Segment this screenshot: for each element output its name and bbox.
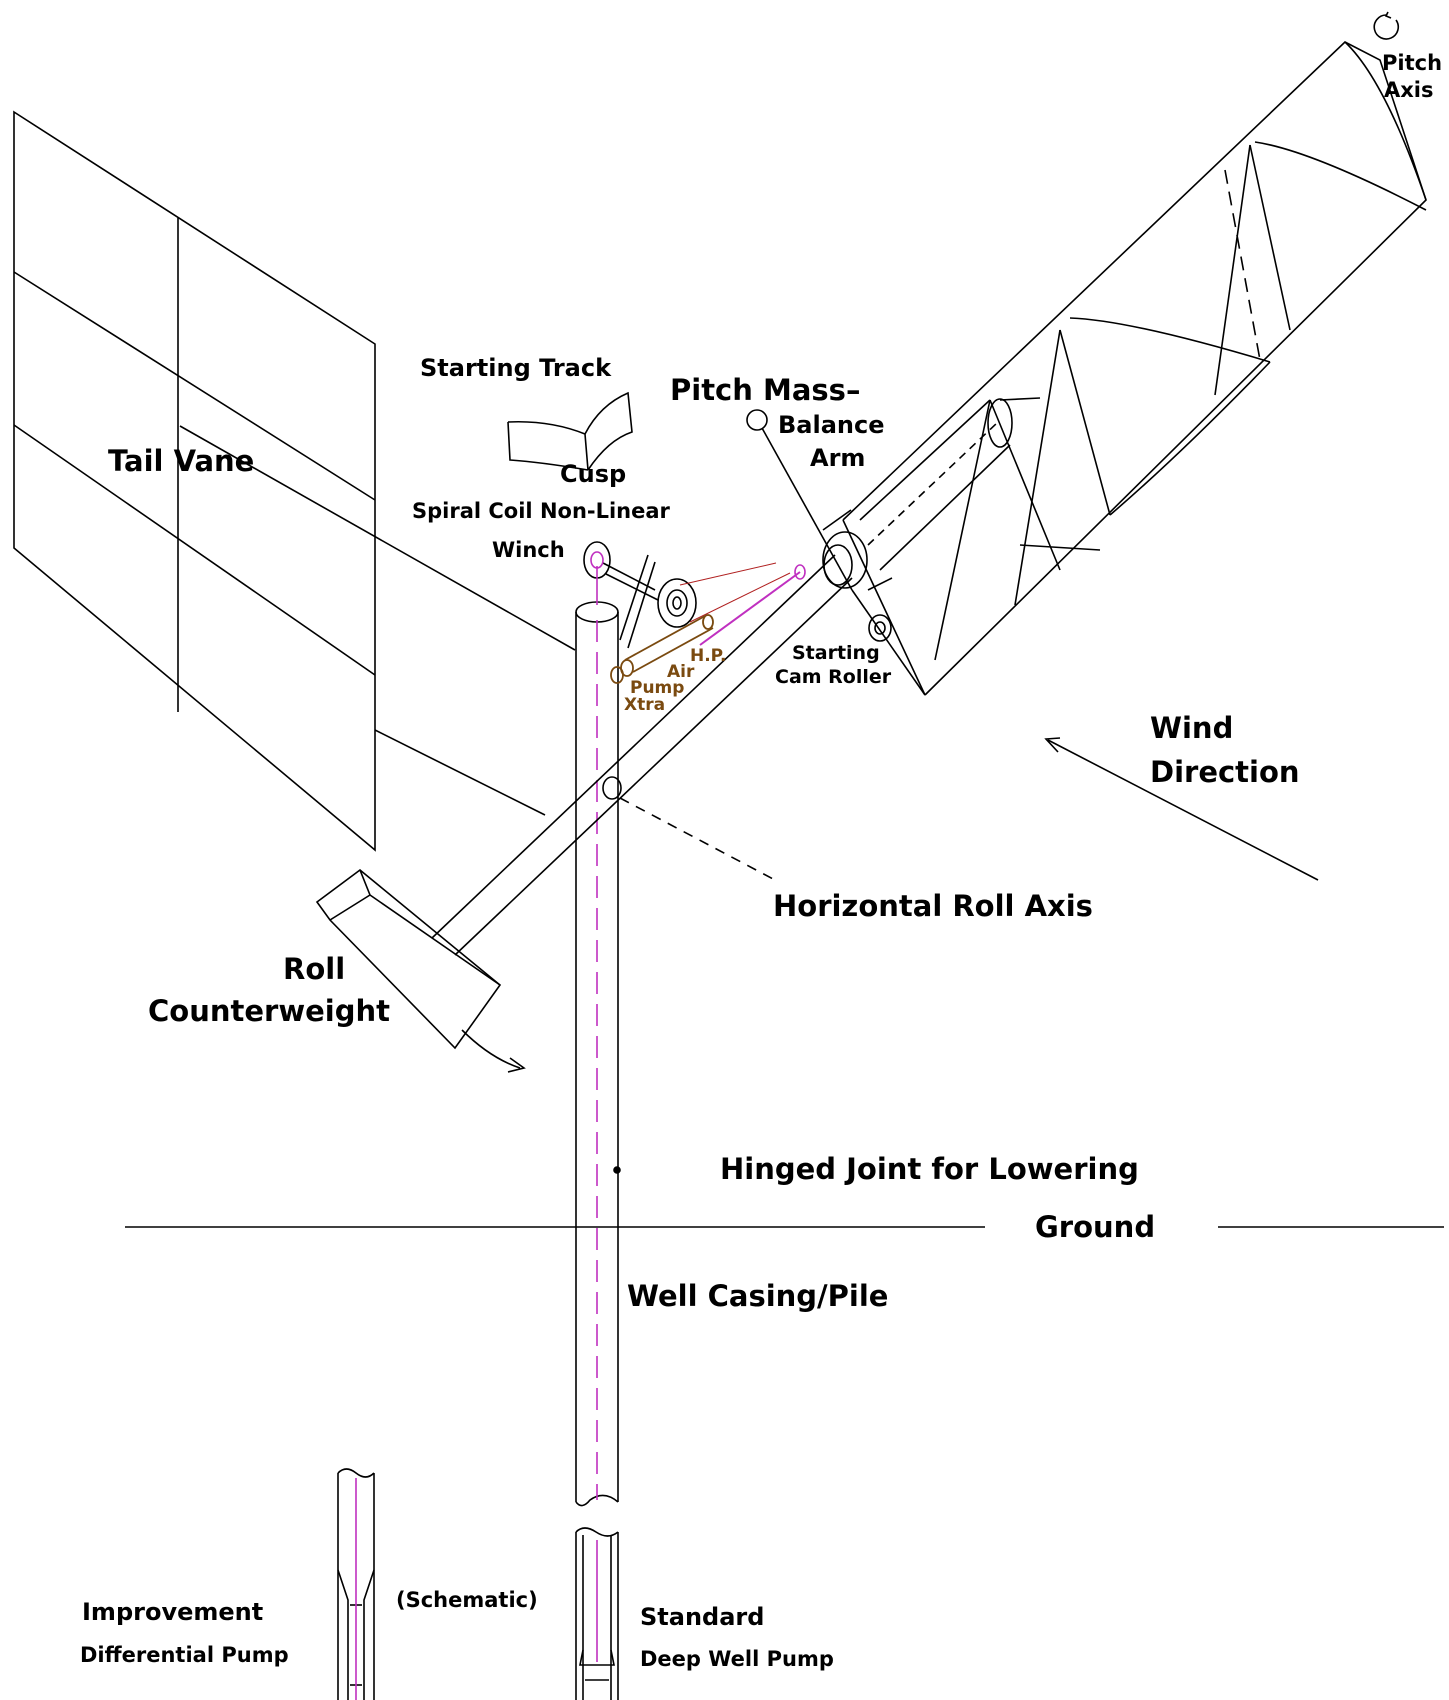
- label-horizontal-roll-axis: Horizontal Roll Axis: [773, 889, 1093, 923]
- label-hp: H.P.: [690, 646, 727, 666]
- label-ground: Ground: [1035, 1210, 1156, 1244]
- label-cam-roller: Cam Roller: [775, 666, 892, 688]
- winch-cable: [679, 562, 791, 623]
- winch-assembly: [583, 541, 697, 649]
- label-improvement: Improvement: [82, 1598, 264, 1626]
- label-pitch-axis-2: Axis: [1384, 78, 1434, 102]
- label-schematic: (Schematic): [396, 1588, 538, 1612]
- sail-wing: [842, 41, 1427, 696]
- roll-counterweight-block: [315, 868, 526, 1073]
- air-pump: [610, 614, 714, 684]
- hub-collar: [822, 509, 893, 591]
- label-differential-pump: Differential Pump: [80, 1643, 289, 1667]
- label-tail-vane: Tail Vane: [108, 444, 255, 478]
- label-hinged-joint: Hinged Joint for Lowering: [720, 1152, 1139, 1186]
- label-cusp: Cusp: [560, 460, 627, 488]
- label-air: Air: [667, 662, 695, 682]
- label-winch: Winch: [492, 538, 565, 562]
- label-arm: Arm: [810, 444, 866, 472]
- label-starting: Starting: [792, 642, 880, 664]
- label-pump: Pump: [630, 678, 685, 698]
- label-pitch-mass: Pitch Mass–: [670, 373, 861, 407]
- label-xtra: Xtra: [624, 695, 666, 715]
- label-spiral-coil: Spiral Coil Non-Linear: [412, 499, 670, 523]
- label-direction: Direction: [1150, 755, 1300, 789]
- label-starting-track: Starting Track: [420, 354, 612, 382]
- wind-direction-arrow: [1044, 737, 1319, 881]
- label-standard: Standard: [640, 1603, 765, 1631]
- differential-pump-schematic: [337, 1468, 375, 1700]
- label-balance: Balance: [778, 411, 885, 439]
- label-deep-well-pump: Deep Well Pump: [640, 1647, 834, 1671]
- label-well-casing: Well Casing/Pile: [627, 1279, 889, 1313]
- label-counterweight: Counterweight: [148, 994, 390, 1028]
- pitch-axis-icon: [1373, 11, 1400, 40]
- label-roll: Roll: [283, 952, 346, 986]
- label-pitch-axis-1: Pitch: [1382, 51, 1443, 75]
- pitch-mass-arm: [746, 409, 926, 696]
- tail-vane: [13, 110, 576, 852]
- label-wind: Wind: [1150, 711, 1234, 745]
- roll-arm: [431, 554, 853, 956]
- starting-track-shape: [507, 391, 633, 471]
